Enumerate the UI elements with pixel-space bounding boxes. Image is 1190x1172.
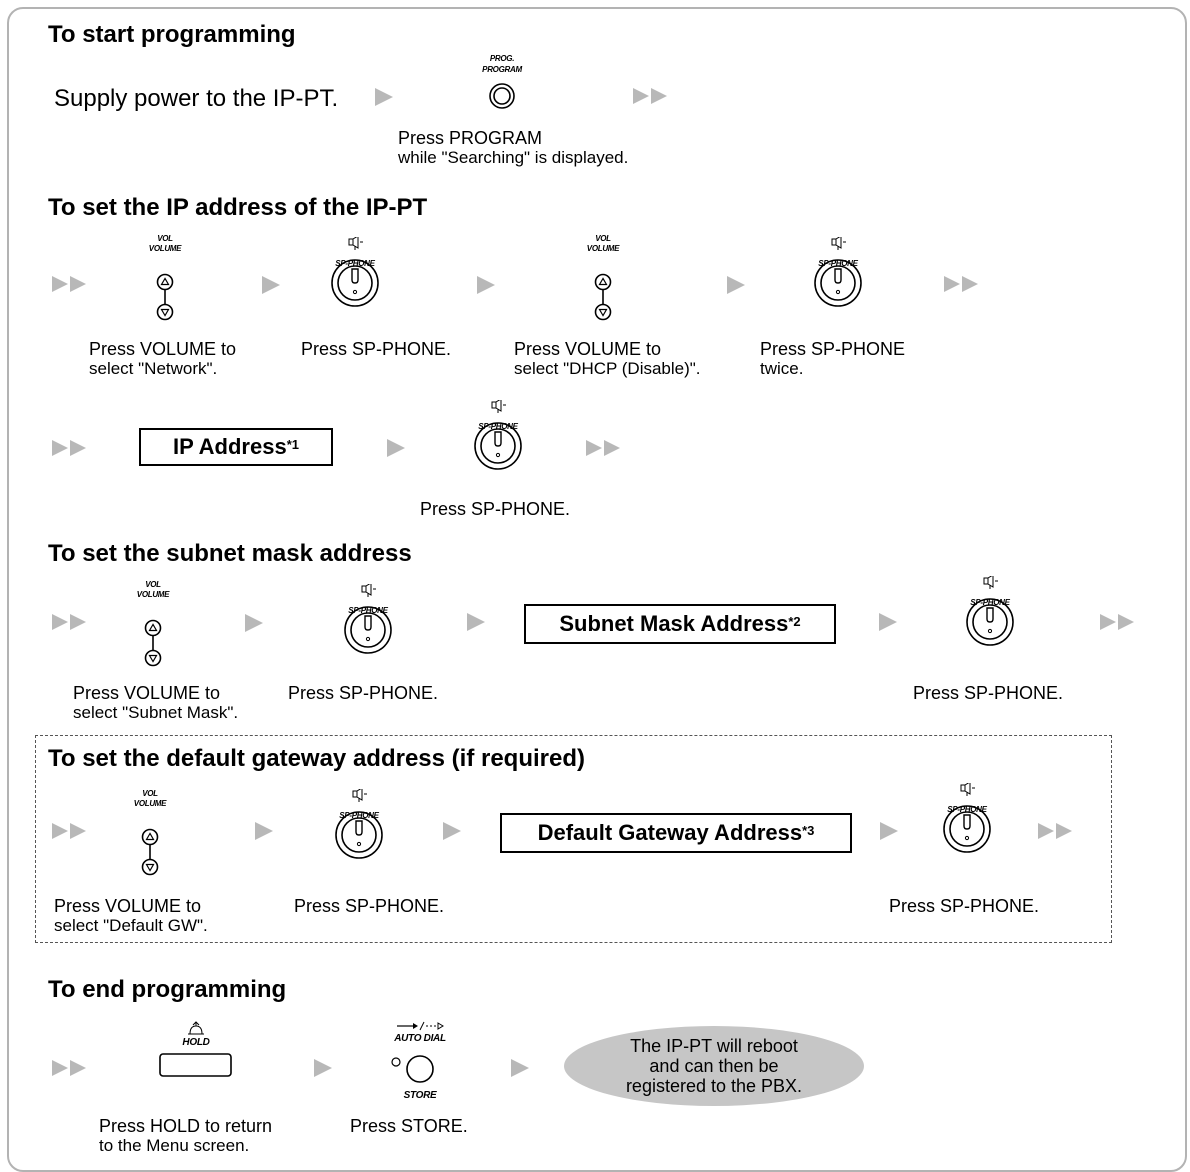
ip-step5-note: Press SP-PHONE. [420,499,571,519]
gateway-step1-note: Press VOLUME to select "Default GW". [54,896,208,935]
arrow-double-icon [586,440,622,456]
auto-dial-store-button[interactable]: AUTO DIAL STORE [380,1020,460,1102]
svg-text:VOLUME: VOLUME [587,244,620,253]
arrow-double-icon [52,1060,88,1076]
program-button[interactable]: PROG. PROGRAM [466,50,538,110]
ip-step2-note: Press SP-PHONE. [301,339,452,359]
arrow-single-icon [245,614,263,632]
svg-text:VOLUME: VOLUME [137,590,170,599]
volume-button[interactable]: VOL VOLUME [145,232,185,327]
arrow-single-icon [387,439,405,457]
arrow-double-icon [52,440,88,456]
svg-text:AUTO DIAL: AUTO DIAL [393,1033,446,1044]
default-gateway-address-box: Default Gateway Address*3 [500,813,852,853]
arrow-double-icon [944,276,980,292]
ip-step3-note: Press VOLUME to select "DHCP (Disable)". [514,339,701,378]
arrow-single-icon [375,88,393,106]
volume-button[interactable]: VOL VOLUME [133,578,173,673]
ip-address-box: IP Address*1 [139,428,333,466]
svg-text:VOLUME: VOLUME [134,799,167,808]
arrow-single-icon [262,276,280,294]
program-caption: PROGRAM [482,65,522,74]
arrow-double-icon [1100,614,1136,630]
end-step2-note: Press STORE. [350,1116,468,1136]
sp-phone-button[interactable]: SP-PHONE [937,781,997,866]
svg-text:SP-PHONE: SP-PHONE [947,805,987,814]
subnet-step3-note: Press SP-PHONE. [913,683,1064,703]
sp-phone-button[interactable]: SP-PHONE [325,235,385,320]
arrow-double-icon [633,88,669,104]
section-title-start: To start programming [48,21,296,48]
arrow-double-icon [52,614,88,630]
arrow-single-icon [477,276,495,294]
program-note: Press PROGRAM while "Searching" is displ… [398,128,629,167]
subnet-step2-note: Press SP-PHONE. [288,683,439,703]
svg-text:VOL: VOL [145,580,161,589]
subnet-step1-note: Press VOLUME to select "Subnet Mask". [73,683,239,722]
section-title-end: To end programming [48,976,287,1003]
svg-text:VOL: VOL [142,789,158,798]
program-caption-small: PROG. [490,54,514,63]
sp-phone-button[interactable]: SP-PHONE [329,787,389,872]
ip-step1-note: Press VOLUME to select "Network". [89,339,237,378]
sp-phone-button[interactable]: SP-PHONE [960,574,1020,659]
sp-phone-button[interactable]: SP-PHONE [808,235,868,320]
arrow-double-icon [52,276,88,292]
svg-text:SP-PHONE: SP-PHONE [335,259,375,268]
arrow-single-icon [880,822,898,840]
gateway-dashed-frame [35,735,1112,943]
section-title-subnet: To set the subnet mask address [48,540,412,567]
arrow-single-icon [443,822,461,840]
svg-text:SP-PHONE: SP-PHONE [348,606,388,615]
arrow-single-icon [879,613,897,631]
arrow-single-icon [255,822,273,840]
gateway-step2-note: Press SP-PHONE. [294,896,445,916]
svg-text:SP-PHONE: SP-PHONE [339,811,379,820]
arrow-single-icon [314,1059,332,1077]
arrow-double-icon [52,823,88,839]
volume-button[interactable]: VOL VOLUME [130,787,170,882]
svg-text:VOL: VOL [595,234,611,243]
supply-power-text: Supply power to the IP-PT. [54,85,339,112]
sp-phone-button[interactable]: SP-PHONE [338,582,398,667]
arrow-double-icon [1038,823,1074,839]
svg-text:SP-PHONE: SP-PHONE [478,422,518,431]
svg-text:SP-PHONE: SP-PHONE [818,259,858,268]
svg-text:STORE: STORE [404,1090,437,1101]
volume-button[interactable]: VOL VOLUME [583,232,623,327]
svg-text:SP-PHONE: SP-PHONE [970,598,1010,607]
gateway-step3-note: Press SP-PHONE. [889,896,1040,916]
section-title-gateway: To set the default gateway address (if r… [48,745,585,772]
result-bubble: The IP-PT will reboot and can then be re… [564,1026,864,1106]
section-title-ip: To set the IP address of the IP-PT [48,194,428,221]
end-step1-note: Press HOLD to return to the Menu screen. [99,1116,273,1155]
arrow-single-icon [727,276,745,294]
hold-symbol-icon [189,1021,203,1035]
svg-text:HOLD: HOLD [182,1037,209,1048]
subnet-mask-address-box: Subnet Mask Address*2 [524,604,836,644]
arrow-single-icon [467,613,485,631]
arrow-single-icon [511,1059,529,1077]
svg-text:VOL: VOL [157,234,173,243]
svg-text:VOLUME: VOLUME [149,244,182,253]
ip-step4-note: Press SP-PHONE twice. [760,339,906,378]
sp-phone-button[interactable]: SP-PHONE [468,398,528,483]
hold-button[interactable]: HOLD [156,1020,236,1082]
